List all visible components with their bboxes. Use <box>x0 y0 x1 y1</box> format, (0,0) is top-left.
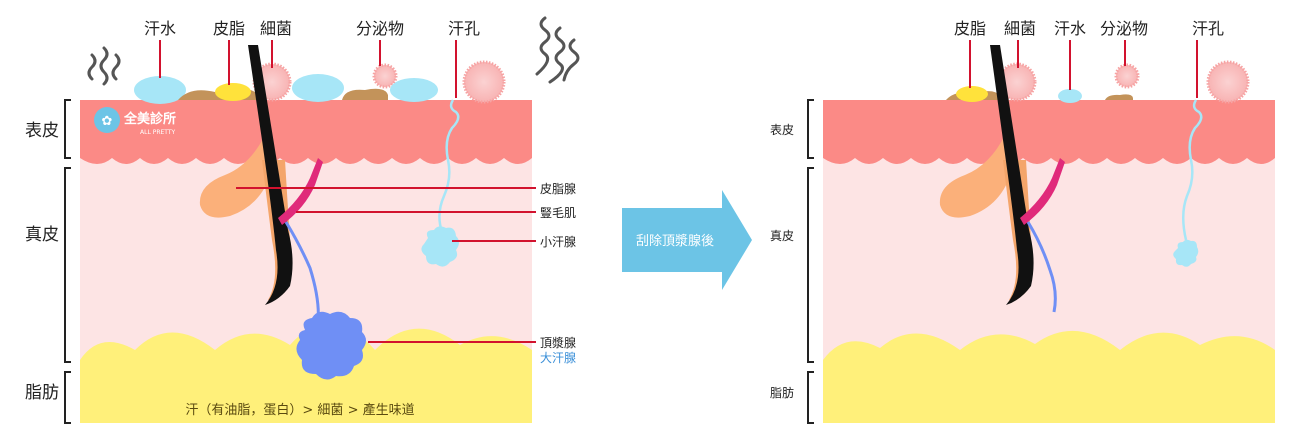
sebaceous-gland <box>199 135 272 218</box>
top-pointers <box>159 40 457 98</box>
epidermis-layer <box>823 100 1275 164</box>
top-pointers <box>969 40 1198 98</box>
arrector-muscle <box>1020 158 1065 225</box>
svg-text:✿: ✿ <box>102 114 113 129</box>
label-sebum: 皮脂 <box>954 19 986 38</box>
fat-layer <box>80 323 532 423</box>
sebum-yellow <box>956 86 988 102</box>
sebum-yellow <box>215 83 251 101</box>
arrector-muscle <box>278 158 323 225</box>
logo-sub: ALL PRETTY <box>140 129 176 136</box>
arrow-label: 刮除頂漿腺後 <box>636 234 714 249</box>
layer-brackets-left <box>64 99 71 424</box>
sweat-drop <box>134 76 186 104</box>
label-apocrine-alt: 大汗腺 <box>540 351 576 365</box>
layer-brackets-right <box>807 99 814 424</box>
layer-epidermis-label: 表皮 <box>770 123 794 137</box>
label-sweat: 汗水 <box>144 19 176 38</box>
label-arrector-muscle: 豎毛肌 <box>540 206 576 220</box>
process-arrow <box>622 190 752 290</box>
eccrine-gland <box>421 226 459 267</box>
label-secretion: 分泌物 <box>356 19 404 38</box>
secretion-blob <box>1105 94 1133 100</box>
sebaceous-gland <box>939 135 1012 218</box>
odor-lines-left <box>87 46 121 86</box>
odor-caption: 汗（有油脂，蛋白）> 細菌 > 產生味道 <box>185 402 414 418</box>
hair-shaft <box>990 45 1034 305</box>
secretion-blob <box>342 88 388 100</box>
label-eccrine-gland: 小汗腺 <box>540 235 576 249</box>
sweat-drop <box>1058 89 1082 103</box>
layer-fat-label: 脂肪 <box>25 383 59 403</box>
apocrine-duct-cut <box>1026 221 1057 313</box>
eccrine-duct <box>1182 99 1203 241</box>
logo-name: 全美診所 <box>123 111 176 127</box>
eccrine-gland <box>1173 239 1199 267</box>
clinic-logo: ✿ <box>94 107 120 133</box>
side-pointers <box>236 187 536 343</box>
bacteria-2 <box>372 63 398 89</box>
bacteria-3 <box>462 60 506 104</box>
label-sebaceous-gland: 皮脂腺 <box>540 181 576 196</box>
label-apocrine-gland: 頂漿腺 <box>540 335 576 350</box>
apocrine-duct <box>284 221 320 323</box>
label-bacteria: 細菌 <box>260 19 292 38</box>
epidermis-layer <box>80 100 532 164</box>
label-pore: 汗孔 <box>1192 19 1224 38</box>
eccrine-duct <box>438 99 460 233</box>
left-panel: ✿ <box>64 16 580 424</box>
label-sebum: 皮脂 <box>213 19 245 38</box>
fat-layer <box>823 330 1275 423</box>
layer-dermis-label: 真皮 <box>25 225 59 245</box>
label-bacteria: 細菌 <box>1004 19 1036 38</box>
layer-fat-label: 脂肪 <box>770 385 794 400</box>
bacteria-2 <box>1114 63 1140 89</box>
hair-shaft <box>248 45 293 305</box>
apocrine-gland <box>296 311 366 380</box>
sweat-drop <box>292 74 344 102</box>
label-pore: 汗孔 <box>448 19 480 38</box>
bacteria-3 <box>1206 60 1250 104</box>
layer-dermis-label: 真皮 <box>770 229 794 243</box>
right-panel <box>807 40 1275 424</box>
label-secretion: 分泌物 <box>1100 19 1148 38</box>
label-sweat: 汗水 <box>1054 19 1086 38</box>
odor-lines-right <box>535 16 580 84</box>
layer-epidermis-label: 表皮 <box>25 121 59 141</box>
sweat-drop <box>390 78 438 102</box>
